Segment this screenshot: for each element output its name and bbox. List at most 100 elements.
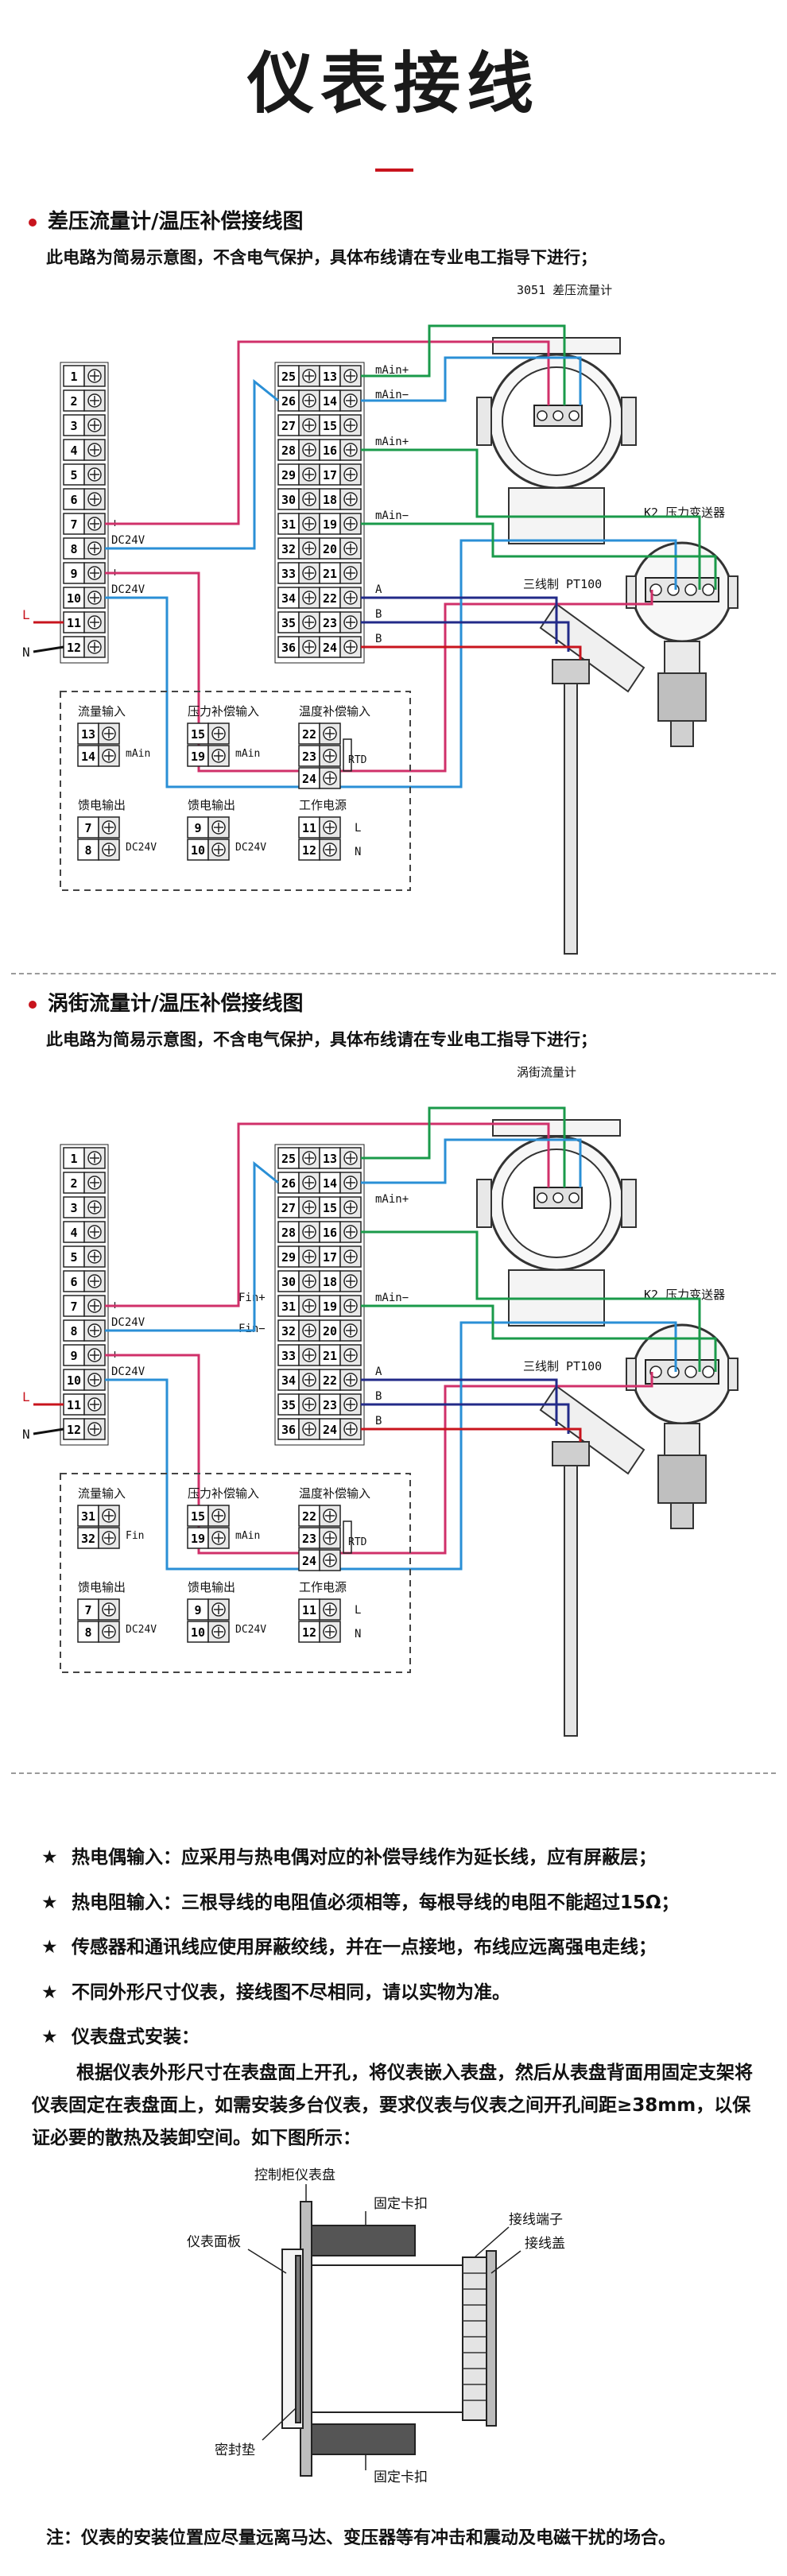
- legend-flow-sub: mAin: [126, 748, 150, 760]
- terminal-number-cell: [277, 1270, 300, 1292]
- terminal-number: 24: [302, 772, 316, 786]
- terminal-number: 17: [323, 1250, 337, 1265]
- terminal-number: 15: [323, 419, 337, 433]
- terminal-number: 24: [323, 641, 337, 655]
- terminal-number-cell: [277, 636, 300, 658]
- terminal-number-cell: [277, 1344, 300, 1366]
- terminal-number: 13: [323, 1152, 337, 1166]
- terminal-number: 17: [323, 468, 337, 482]
- wire-label: B: [375, 1390, 382, 1403]
- terminal-number-cell: [319, 611, 341, 633]
- note-item: ★仪表盘式安装：: [41, 2024, 757, 2051]
- terminal-number: 36: [281, 1423, 296, 1437]
- terminal-number: 14: [81, 750, 95, 764]
- legend-feed-sub: DC24V: [126, 842, 157, 854]
- terminal-number: 30: [281, 1275, 296, 1289]
- wire-feed-plus: [105, 1122, 550, 1307]
- terminal-number-cell: [77, 1505, 99, 1527]
- wire-label: A: [375, 583, 382, 596]
- terminal-number: 13: [323, 370, 337, 384]
- terminal-number: 11: [302, 1603, 316, 1617]
- left-terminal-frame: [60, 1144, 109, 1446]
- terminal-number-cell: [63, 389, 85, 412]
- legend-temp-sub: RTD: [348, 754, 367, 766]
- terminal-number: 8: [84, 843, 91, 858]
- terminal-number: 31: [81, 1509, 95, 1524]
- note-item: ★传感器和通讯线应使用屏蔽绞线，并在一点接地，布线应远离强电走线；: [41, 1934, 757, 1962]
- terminal-number: 22: [323, 1373, 337, 1388]
- terminal-number-cell: [298, 1549, 320, 1571]
- legend-temp-sub: RTD: [348, 1536, 367, 1548]
- terminal-number-cell: [187, 816, 209, 839]
- screw-icon: [667, 1365, 680, 1378]
- screw-icon: [537, 1192, 548, 1203]
- pt100-sensor-fitting: [552, 1441, 590, 1466]
- legend-flow-sub: Fin: [126, 1530, 144, 1542]
- screw-icon: [552, 1192, 564, 1203]
- pressure-transmitter-hex-fitting: [657, 672, 707, 722]
- meter-body: [311, 2264, 463, 2413]
- terminal-number: 27: [281, 419, 296, 433]
- terminal-number-cell: [63, 1172, 85, 1194]
- wire-transmitter-signal: [361, 448, 701, 590]
- legend-feed-title: 馈电输出: [78, 1580, 126, 1594]
- terminal-number-cell: [277, 1393, 300, 1416]
- terminal-number: 22: [302, 1509, 316, 1524]
- screw-icon: [667, 583, 680, 596]
- terminal-number: 7: [70, 517, 77, 532]
- wire-rtd: [361, 1427, 582, 1442]
- terminal-number-cell: [319, 1172, 341, 1194]
- terminal-number: 32: [281, 542, 296, 556]
- terminal-number-cell: [63, 611, 85, 633]
- wire-feed-minus: [105, 1160, 279, 1332]
- legend-feed-title: 馈电输出: [78, 798, 126, 812]
- terminal-number-cell: [187, 1505, 209, 1527]
- flow-meter-side-port: [621, 1179, 637, 1228]
- terminal-number: 10: [191, 1625, 205, 1640]
- wire-label: mAin−: [375, 1292, 409, 1304]
- terminal-number-cell: [77, 722, 99, 745]
- terminal-number: 19: [323, 1300, 337, 1314]
- label-cabinet-panel: 控制柜仪表盘: [254, 2167, 335, 2183]
- wire-feed-minus: [105, 378, 279, 550]
- terminal-number: 24: [302, 1554, 316, 1568]
- label-terminal-cover: 接线盖: [525, 2236, 565, 2252]
- wire-label: mAin+: [375, 364, 409, 377]
- wire-transmitter-signal: [361, 522, 717, 590]
- terminal-number: 9: [194, 821, 201, 835]
- terminal-number: 31: [281, 1300, 296, 1314]
- legend-power-L: L: [355, 822, 361, 835]
- terminal-number: 19: [323, 517, 337, 532]
- section1-heading-text: 差压流量计/温压补偿接线图: [48, 210, 304, 234]
- terminal-number-cell: [319, 1393, 341, 1416]
- terminal-number: 4: [70, 444, 77, 458]
- terminal-number-cell: [319, 1418, 341, 1440]
- wire-rtd: [361, 645, 582, 660]
- terminal-number-cell: [187, 722, 209, 745]
- terminal-number: 35: [281, 1398, 296, 1412]
- legend-pressure-sub: mAin: [235, 748, 260, 760]
- terminal-number-cell: [63, 1319, 85, 1342]
- supply-N-wire: [33, 645, 64, 653]
- title-underline: [375, 169, 413, 172]
- note-item: ★热电阻输入：三根导线的电阻值必须相等，每根导线的电阻不能超过15Ω；: [41, 1889, 757, 1917]
- page-title: 仪表接线: [246, 45, 540, 122]
- footnote: 注：仪表的安装位置应尽量远离马达、变压器等有冲击和震动及电磁干扰的场合。: [46, 2528, 677, 2548]
- terminal-number-cell: [319, 1295, 341, 1317]
- screw-icon: [702, 1365, 715, 1378]
- section-divider: [11, 1772, 776, 1774]
- label-clip-top: 固定卡扣: [374, 2196, 428, 2212]
- screw-icon: [552, 410, 564, 421]
- terminal-number: 8: [70, 1324, 77, 1338]
- wire-label: B: [375, 1415, 382, 1427]
- terminal-number-cell: [277, 1369, 300, 1391]
- terminal-number-cell: [277, 1245, 300, 1268]
- wire-transmitter-minus: [105, 1321, 677, 1571]
- terminal-number: 26: [281, 1176, 296, 1191]
- bullet-dot-icon: [29, 218, 37, 227]
- terminal-number: 14: [323, 1176, 337, 1191]
- flow-meter-label: 3051 差压流量计: [517, 283, 612, 297]
- terminal-number-cell: [319, 389, 341, 412]
- terminal-number: 13: [81, 727, 95, 742]
- terminal-number-cell: [187, 839, 209, 861]
